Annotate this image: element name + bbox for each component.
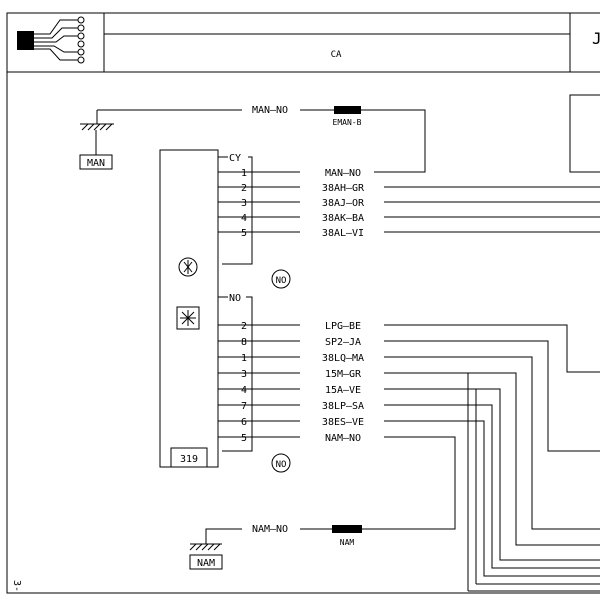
bottom-wire-4: 3 15M—GR xyxy=(218,369,362,380)
component-319: 319 xyxy=(159,149,219,468)
bottom-wire-7: 6 38ES—VE xyxy=(218,417,364,428)
connector-cy: CY NO xyxy=(218,153,291,289)
bottom-wire-pin: 8 xyxy=(241,337,247,348)
top-wire-5: 5 38AL—VI xyxy=(218,228,600,239)
connector-logo-icon xyxy=(17,16,85,64)
bottom-wire-pin: 1 xyxy=(241,353,247,364)
bottom-wire-pin: 6 xyxy=(241,417,247,428)
ground-nam: NAM NAM—NO NAM xyxy=(189,436,456,570)
ground-nam-wire: NAM—NO xyxy=(252,524,288,535)
top-wire-label: 38AL—VI xyxy=(322,228,364,239)
header-frame: CA J xyxy=(6,12,600,594)
connector-no: NO NO xyxy=(218,293,291,473)
bottom-wire-label: LPG—BE xyxy=(325,321,361,332)
bottom-wire-pin: 5 xyxy=(241,433,247,444)
bottom-wire-label: 38LP—SA xyxy=(322,401,364,412)
bottom-wire-pin: 7 xyxy=(241,401,247,412)
page-marker: 3- xyxy=(11,580,22,592)
bottom-wire-6: 7 38LP—SA xyxy=(218,401,364,412)
component-id: 319 xyxy=(180,454,198,465)
bottom-wire-pin: 3 xyxy=(241,369,247,380)
top-wire-1: 1 MAN—NO xyxy=(218,168,384,179)
bottom-wire-label: 38ES—VE xyxy=(322,417,364,428)
sensor-icon xyxy=(178,257,198,277)
top-wire-label: MAN—NO xyxy=(325,168,361,179)
top-wire-label: 38AH—GR xyxy=(322,183,365,194)
ground-man: MAN MAN—NO EMAN-B xyxy=(79,105,426,173)
bottom-wire-label: 15M—GR xyxy=(325,369,362,380)
top-note: NO xyxy=(276,276,287,286)
top-wire-2: 2 38AH—GR xyxy=(218,183,600,194)
ground-man-label: MAN xyxy=(87,158,105,169)
top-wire-label: 38AJ—OR xyxy=(322,198,365,209)
top-wire-pin: 3 xyxy=(241,198,247,209)
ground-nam-connector: NAM xyxy=(340,538,355,547)
connector-no-label: NO xyxy=(229,293,241,304)
top-wire-pin: 1 xyxy=(241,168,247,179)
bottom-routing xyxy=(384,324,600,592)
bottom-wire-5: 4 15A—VE xyxy=(218,385,361,396)
ground-man-connector: EMAN-B xyxy=(333,118,362,127)
top-wire-pin: 5 xyxy=(241,228,247,239)
top-wire-4: 4 38AK—BA xyxy=(218,213,600,224)
bottom-wire-2: 8 SP2—JA xyxy=(218,337,361,348)
bottom-wire-label: 38LQ—MA xyxy=(322,353,364,364)
right-side-boxes xyxy=(569,94,600,173)
top-wire-label: 38AK—BA xyxy=(322,213,364,224)
bottom-wire-pin: 2 xyxy=(241,321,247,332)
top-wire-3: 3 38AJ—OR xyxy=(218,198,600,209)
snowflake-icon xyxy=(176,306,200,330)
ground-man-wire: MAN—NO xyxy=(252,105,288,116)
bottom-wire-label: SP2—JA xyxy=(325,337,361,348)
bottom-wire-label: NAM—NO xyxy=(325,433,361,444)
bottom-wire-3: 1 38LQ—MA xyxy=(218,353,364,364)
connector-cy-label: CY xyxy=(229,153,241,164)
bottom-wire-8: 5 NAM—NO xyxy=(218,433,361,444)
bottom-wire-pin: 4 xyxy=(241,385,247,396)
bottom-note: NO xyxy=(276,460,287,470)
header-title-code: CA xyxy=(331,50,342,60)
header-right-fragment: J xyxy=(592,29,600,48)
bottom-wire-label: 15A—VE xyxy=(325,385,361,396)
top-wire-pin: 2 xyxy=(241,183,247,194)
ground-nam-label: NAM xyxy=(197,558,215,569)
bottom-wires: 2 LPG—BE 8 SP2—JA 1 38LQ—MA 3 15M—GR 4 15A—VE 7 38L… xyxy=(218,321,364,444)
top-wires: 1 MAN—NO 2 38AH—GR 3 38AJ—OR 4 38AK—BA 5 38AL—VI xyxy=(218,168,600,239)
top-wire-pin: 4 xyxy=(241,213,247,224)
bottom-wire-1: 2 LPG—BE xyxy=(218,321,361,332)
